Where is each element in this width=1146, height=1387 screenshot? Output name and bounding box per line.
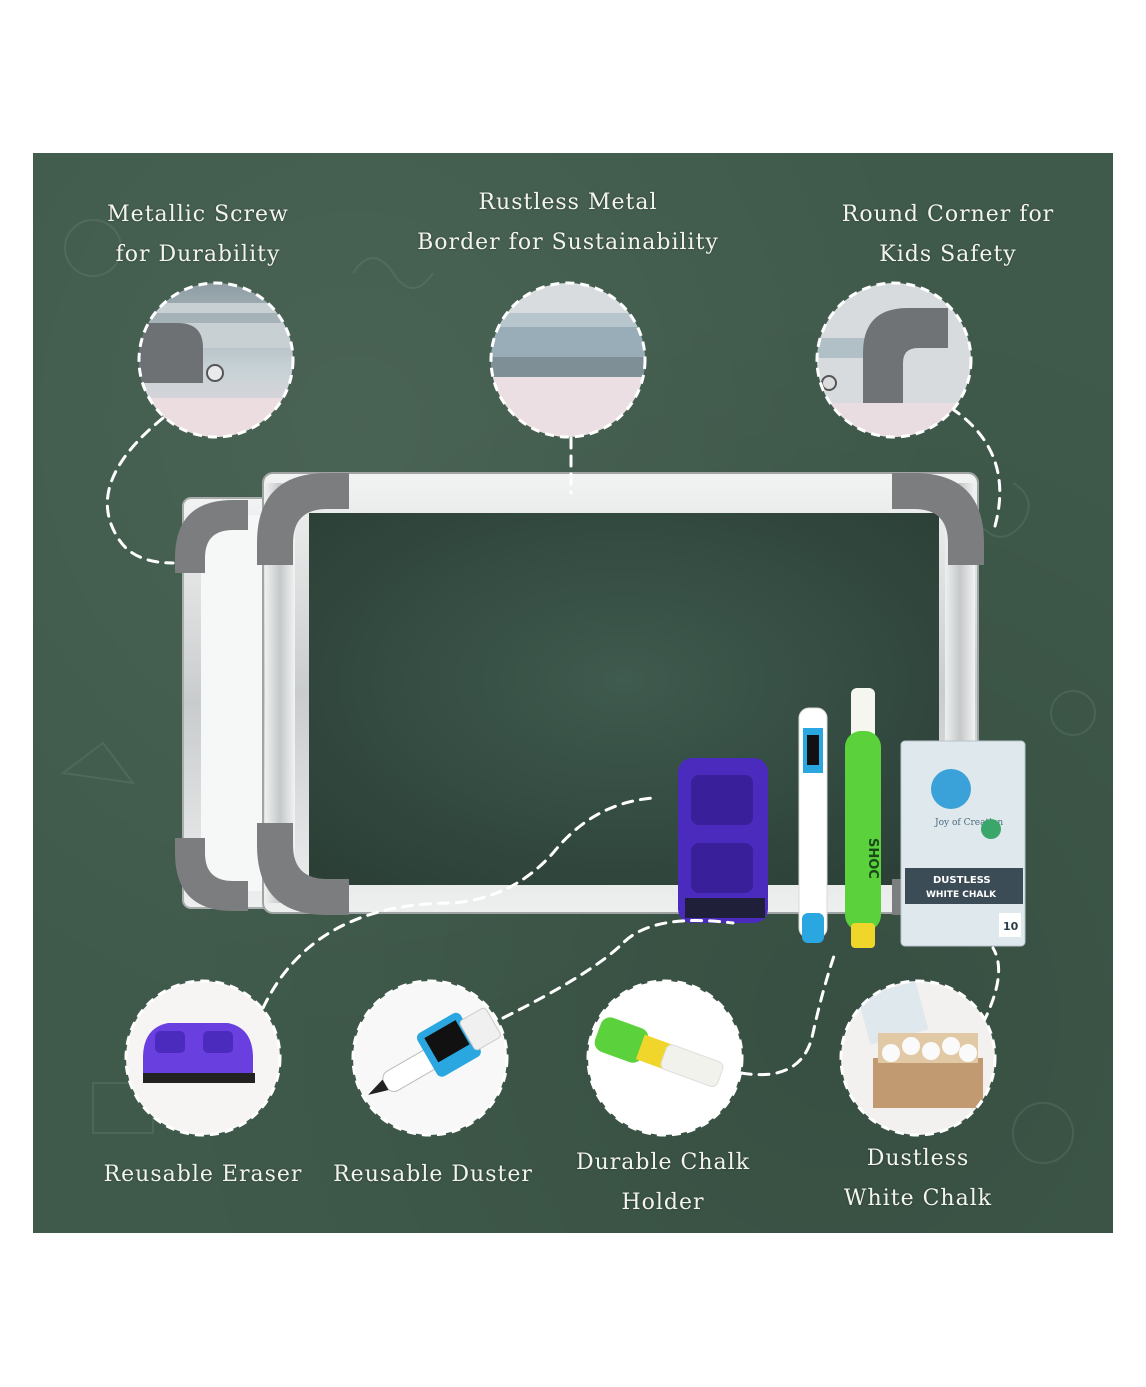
caption-dustless-chalk: Dustless White Chalk: [843, 1146, 993, 1211]
box-label-line2: WHITE CHALK: [926, 890, 997, 900]
caption-round-corner: Round Corner for Kids Safety: [841, 202, 1055, 267]
box-label-line1: DUSTLESS: [933, 875, 991, 886]
detail-screw-circle: [137, 281, 295, 439]
connector-corner: [949, 406, 1002, 535]
caption-chalk-holder: Durable Chalk Holder: [575, 1150, 751, 1215]
detail-eraser-circle: [124, 979, 282, 1137]
eraser-on-board: [678, 758, 768, 923]
caption-metallic-screw: Metallic Screw for Durability: [107, 202, 289, 267]
box-count: 10: [1003, 920, 1019, 933]
connector-eraser: [261, 796, 655, 1010]
caption-reusable-duster: Reusable Duster: [333, 1162, 533, 1187]
chalkboard-background: SHOC Joy of Creation DUSTLESS WHITE CHAL…: [33, 153, 1113, 1233]
detail-corner-circle: [815, 281, 973, 439]
chalk-box-on-board: Joy of Creation DUSTLESS WHITE CHALK 10: [900, 740, 1026, 947]
detail-duster-circle: [351, 979, 509, 1137]
chalk-holder-on-board: SHOC: [845, 688, 881, 948]
caption-rustless-border: Rustless Metal Border for Sustainability: [417, 190, 719, 255]
detail-chalk-circle: [839, 979, 997, 1137]
connector-duster: [501, 919, 735, 1020]
connector-chalk: [981, 946, 1001, 1025]
detail-border-circle: [489, 281, 647, 439]
detail-holder-circle: [586, 979, 744, 1137]
chalk-doodles: [60, 219, 1096, 1164]
holder-brand: SHOC: [865, 838, 880, 879]
box-tagline: Joy of Creation: [934, 818, 1003, 828]
marker-on-board: [798, 707, 828, 943]
product-illustration: SHOC Joy of Creation DUSTLESS WHITE CHAL…: [60, 219, 1096, 1164]
connector-holder: [739, 951, 837, 1077]
caption-reusable-eraser: Reusable Eraser: [103, 1162, 303, 1187]
connector-screw: [105, 416, 175, 565]
